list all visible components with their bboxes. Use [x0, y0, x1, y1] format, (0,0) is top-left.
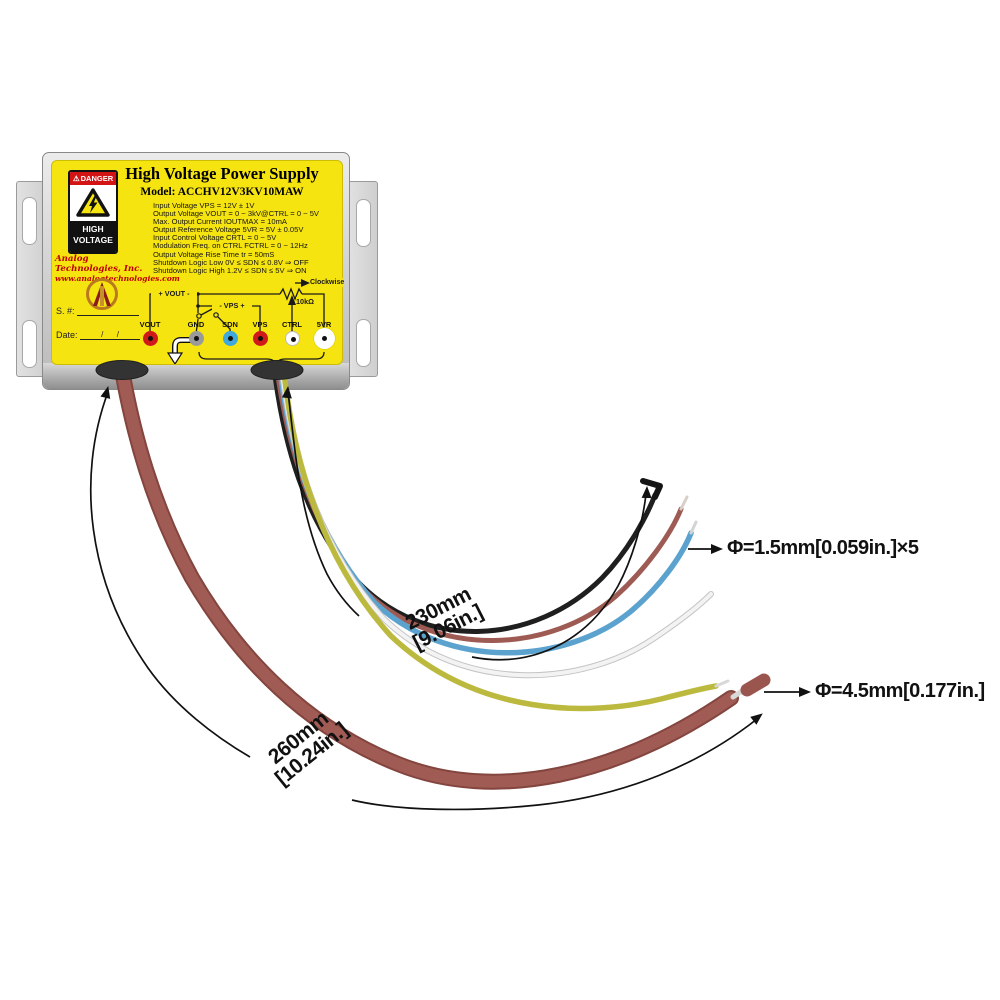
arrowhead-icon [711, 544, 723, 554]
wire-length-label: 230mm [9.06in.] [401, 582, 487, 655]
terminal-group-brace [198, 351, 325, 364]
serial-field: S. #: [56, 306, 140, 316]
cable-diameter-label: Φ=4.5mm[0.177in.] [815, 680, 985, 702]
mounting-slot [22, 320, 37, 368]
spec-line: Input Voltage VPS = 12V ± 1V [153, 201, 255, 210]
danger-header: ⚠DANGER [70, 172, 116, 185]
spec-line: Output Voltage Rise Time tr = 50mS [153, 249, 275, 259]
blue-wire-stripped-tip [689, 520, 698, 535]
spec-line: Output Reference Voltage 5VR = 5V ± 0.05… [153, 225, 304, 235]
date-blank-line: / / [80, 330, 141, 340]
vout-bracket-label: + VOUT - [151, 289, 197, 298]
danger-sign: ⚠DANGER HIGH VOLTAGE [68, 170, 118, 254]
spec-line: Output Voltage VOUT = 0 ~ 3kV@CTRL = 0 ~… [153, 209, 320, 219]
lightning-bolt-icon [89, 196, 98, 213]
high-voltage-triangle-icon [76, 188, 110, 217]
arrowhead-icon [750, 713, 763, 725]
product-label: ⚠DANGER HIGH VOLTAGE High Voltage Power … [51, 160, 345, 365]
terminal-sdn: SDN [213, 320, 247, 346]
case-bottom-band [43, 363, 349, 389]
arrowheads [100, 386, 811, 725]
terminal-vout-dot [142, 331, 158, 346]
product-title: High Voltage Power Supply [125, 164, 319, 183]
spec-line: Shutdown Logic Low 0V ≤ SDN ≤ 0.8V ⇒ OFF [153, 257, 309, 267]
serial-blank-line [77, 306, 140, 316]
danger-triangle-area [70, 185, 116, 221]
arrowhead-icon [799, 687, 811, 697]
arrowhead-icon [641, 486, 652, 499]
pot-value-label: 10kΩ [296, 297, 315, 306]
clockwise-label: Clockwise [310, 278, 345, 287]
date-field: Date: / / [56, 330, 141, 340]
mounting-slot [22, 197, 37, 245]
terminal-vps: VPS [243, 320, 277, 346]
terminal-5vr-dot [316, 331, 332, 346]
mounting-slot [356, 199, 371, 247]
model-number: Model: ACCHV12V3KV10MAW [140, 186, 304, 198]
spec-line: Shutdown Logic High 1.2V ≤ SDN ≤ 5V ⇒ ON [153, 265, 307, 275]
wire-diameter-label: Φ=1.5mm[0.059in.]×5 [727, 537, 919, 559]
vps-bracket-label: - VPS + [212, 301, 252, 310]
device-case: ⚠DANGER HIGH VOLTAGE High Voltage Power … [42, 152, 350, 390]
terminal-ctrl-dot [284, 331, 300, 346]
brown-wire-stripped-tip [679, 495, 689, 511]
high-voltage-text: HIGH VOLTAGE [70, 221, 116, 252]
spec-line: Max. Output Current IOUTMAX = 10mA [153, 217, 287, 227]
cable-stripped-section [730, 688, 745, 700]
spec-list: Input Voltage VPS = 12V ± 1V Output Volt… [153, 201, 341, 275]
terminal-5vr: 5VR [307, 320, 341, 346]
signal-wire-white [280, 369, 713, 678]
dimension-arc-230-b [471, 493, 647, 661]
terminal-vps-dot [252, 331, 268, 346]
vout-cable-arrowhead-icon [166, 352, 184, 364]
spec-line: Input Control Voltage CRTL = 0 ~ 5V [153, 233, 277, 243]
dimension-arc-260-a [89, 391, 251, 758]
mounting-flange-right [346, 181, 378, 377]
company-name: Analog Technologies, Inc. [55, 254, 143, 274]
terminal-vout: VOUT [133, 320, 167, 346]
dimension-arc-260-b [351, 718, 758, 811]
terminal-sdn-dot [222, 331, 238, 346]
signal-wire-yellow [281, 369, 719, 712]
ati-logo-icon [86, 278, 118, 310]
mounting-slot [356, 319, 371, 367]
cable-end-ferrule [740, 673, 771, 697]
terminal-ctrl: CTRL [275, 320, 309, 346]
warning-icon: ⚠ [72, 174, 80, 183]
terminal-gnd-dot [188, 331, 204, 346]
hv-output-cable [114, 362, 771, 790]
spec-line: Modulation Freq. on CTRL FCTRL = 0 ~ 12H… [153, 241, 308, 251]
dimension-arc-230-a [287, 391, 360, 617]
signal-wire-bundle [271, 365, 730, 712]
switch-contact-icon [196, 313, 202, 319]
company-website: www.analogtechnologies.com [55, 274, 180, 283]
company-block: Analog Technologies, Inc. www.analogtech… [55, 254, 180, 284]
black-wire-bent-tip [640, 478, 663, 500]
cable-length-label: 260mm [10.24in.] [263, 706, 353, 791]
switch-contact-icon [213, 312, 219, 318]
wiper-arrow-icon [288, 295, 296, 305]
clockwise-arrow-icon [301, 279, 310, 287]
terminal-gnd: GND [179, 320, 213, 346]
yellow-wire-stripped-tip [714, 679, 730, 688]
